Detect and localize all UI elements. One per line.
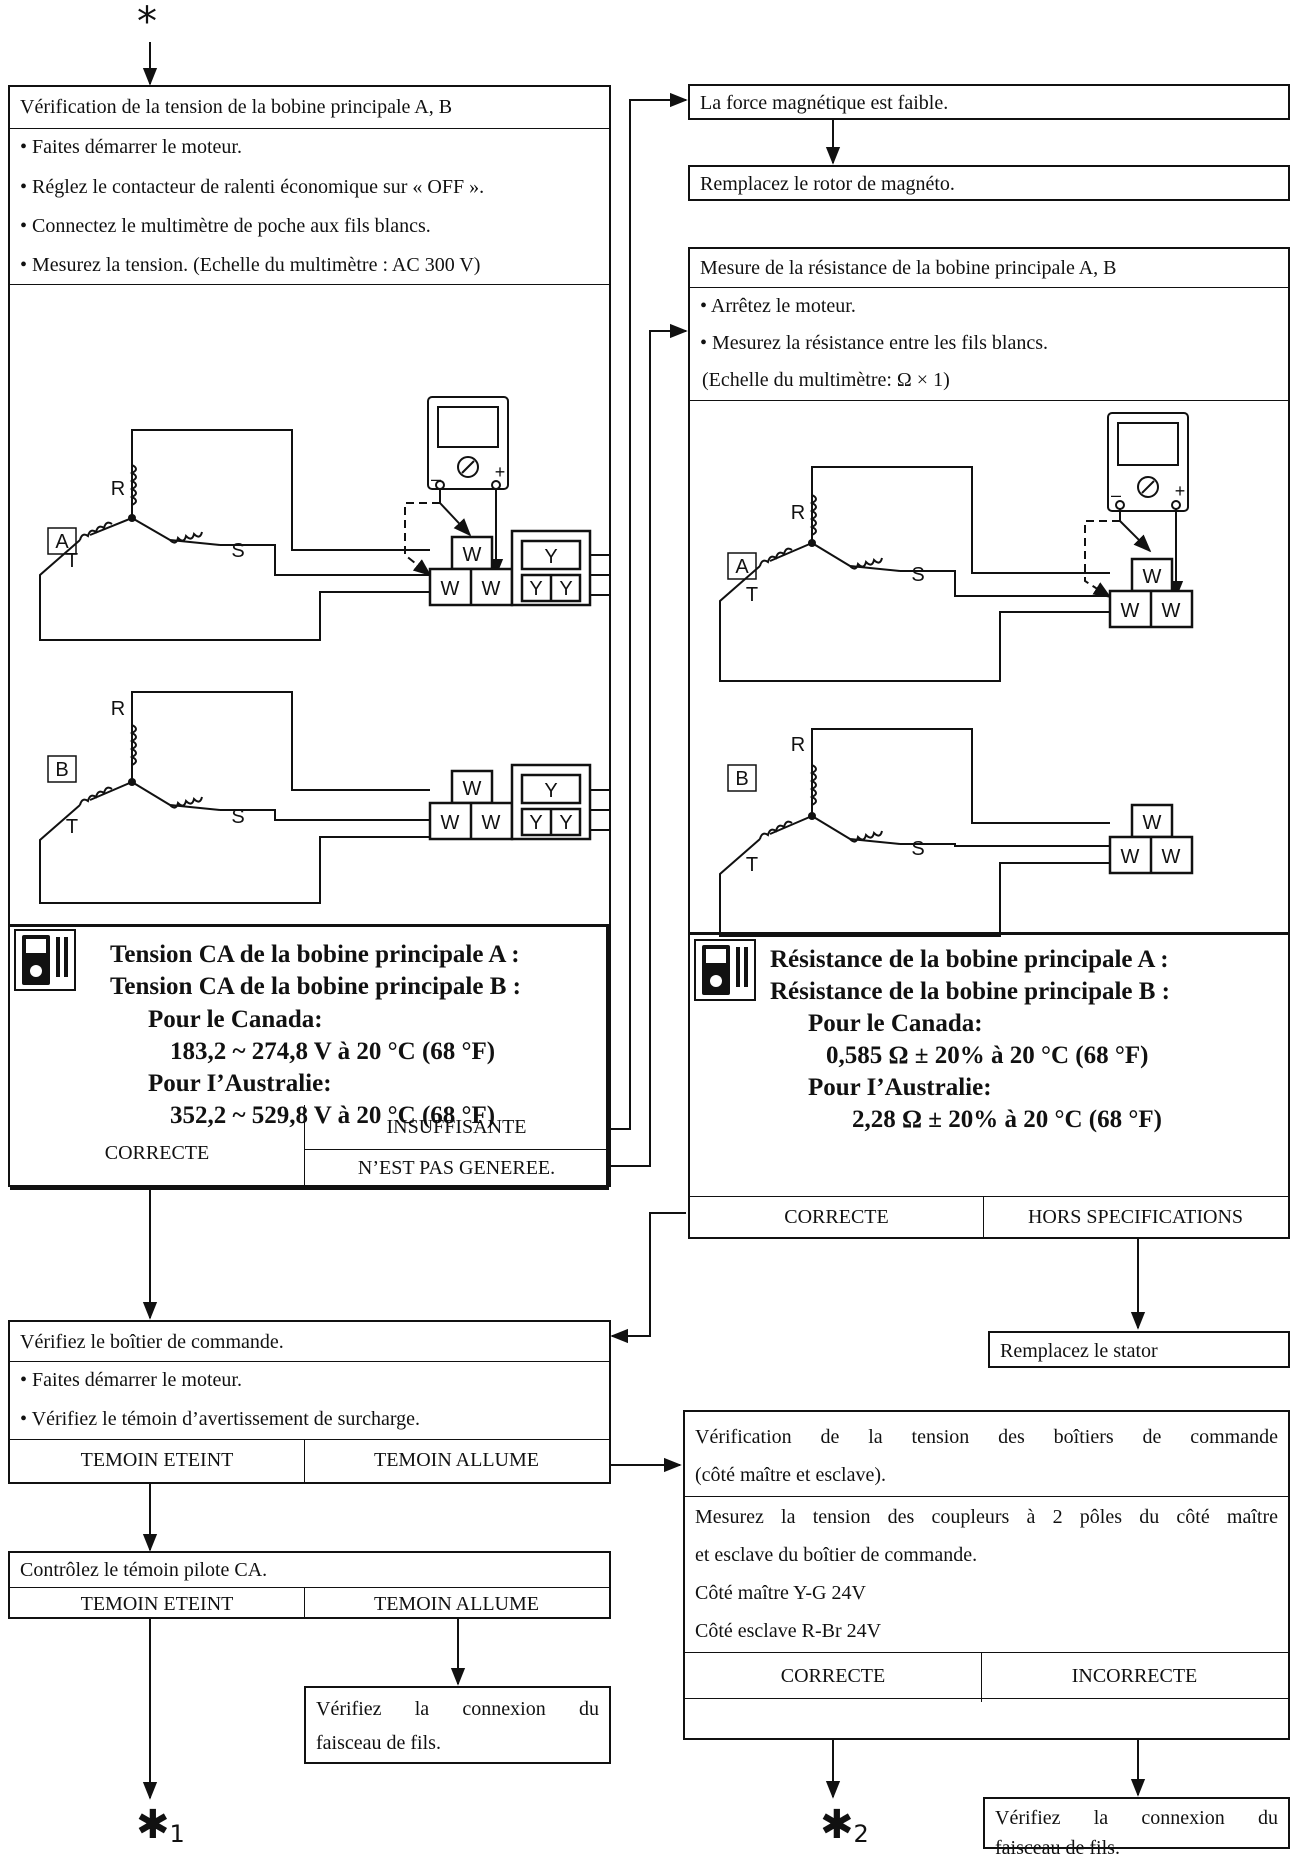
svg-text:T: T: [66, 816, 78, 838]
spec-value: 352,2 ~ 529,8 V à 20 °C (68 °F): [170, 1102, 496, 1129]
svg-text:R: R: [791, 502, 805, 524]
spec-panel: [10, 924, 609, 1190]
spec-line: Pour le Canada:: [148, 1006, 323, 1033]
box-check-harness-2: Vérifiez la connexion du faisceau de fil…: [983, 1797, 1290, 1859]
box-title: Mesure de la résistance de la bobine pri…: [700, 257, 1117, 279]
spec-line: Pour le Canada:: [808, 1010, 983, 1037]
result-off: TEMOIN ETEINT: [80, 1449, 234, 1471]
result-correct: CORRECTE: [780, 1665, 886, 1687]
spec-line: Résistance de la bobine principale B :: [770, 978, 1171, 1005]
spec-line: Pour I’Australie:: [148, 1070, 332, 1097]
svg-text:Y: Y: [529, 812, 542, 834]
svg-text:B: B: [735, 768, 748, 790]
box-check-harness-1: Vérifiez la connexion du faisceau de fil…: [304, 1686, 611, 1764]
svg-text:+: +: [1175, 481, 1186, 501]
step: Connectez le multimètre de poche aux fil…: [10, 215, 609, 237]
box-title: Vérifiez le boîtier de commande.: [20, 1331, 284, 1353]
svg-text:W: W: [482, 578, 501, 600]
box-replace-stator: Remplacez le stator: [988, 1331, 1290, 1368]
svg-text:R: R: [111, 478, 125, 500]
svg-text:Y: Y: [544, 780, 557, 802]
svg-text:T: T: [746, 854, 758, 876]
box-weak-magnetism: La force magnétique est faible.: [688, 84, 1290, 120]
svg-text:Y: Y: [559, 578, 572, 600]
svg-text:W: W: [441, 578, 460, 600]
box-title: Vérification de la tension de la bobine …: [20, 96, 453, 118]
svg-text:B: B: [55, 759, 68, 781]
spec-line: Résistance de la bobine principale A :: [770, 946, 1169, 973]
result-out-of-spec: HORS SPECIFICATIONS: [1027, 1206, 1244, 1228]
box-main-coil-voltage-check: Vérification de la tension de la bobine …: [8, 85, 611, 1190]
spec-value: 183,2 ~ 274,8 V à 20 °C (68 °F): [170, 1038, 496, 1065]
svg-text:S: S: [231, 806, 244, 828]
wiring-diagram-voltage: W W W Y Y Y W W W Y Y Y R S T R S T – + …: [39, 396, 610, 904]
svg-text:W: W: [463, 778, 482, 800]
svg-text:A: A: [735, 556, 749, 578]
spec-value: 0,585 Ω ± 20% à 20 °C (68 °F): [826, 1042, 1149, 1069]
box-control-box-voltage: Vérification de la tension des boîtiers …: [683, 1410, 1290, 1740]
svg-text:–: –: [1111, 485, 1121, 505]
box-check-control-box: Vérifiez le boîtier de commande. Faites …: [8, 1320, 611, 1484]
result-incorrect: INCORRECTE: [1071, 1665, 1198, 1687]
wiring-diagram-resistance: W W W W W W R S T R S T – + A B: [719, 412, 1194, 937]
step: Faites démarrer le moteur.: [10, 1369, 609, 1391]
step: Mesurez la tension. (Echelle du multimèt…: [10, 254, 609, 276]
spec-line: Tension CA de la bobine principale A :: [110, 941, 520, 968]
svg-text:W: W: [1121, 600, 1140, 622]
step: Mesurez la résistance entre les fils bla…: [690, 332, 1288, 354]
svg-text:W: W: [441, 812, 460, 834]
step: Réglez le contacteur de ralenti économiq…: [10, 176, 609, 198]
svg-text:S: S: [911, 838, 924, 860]
result-off: TEMOIN ETEINT: [80, 1593, 234, 1615]
svg-text:W: W: [1162, 600, 1181, 622]
result-correct: CORRECTE: [104, 1142, 210, 1164]
continuation-star-top: *: [137, 0, 157, 45]
spec-line: Tension CA de la bobine principale B :: [110, 973, 521, 1000]
multimeter-icon: [14, 929, 76, 991]
svg-text:S: S: [911, 564, 924, 586]
box-main-coil-resistance: Mesure de la résistance de la bobine pri…: [688, 247, 1290, 1239]
svg-text:W: W: [463, 544, 482, 566]
svg-text:W: W: [482, 812, 501, 834]
svg-text:W: W: [1121, 846, 1140, 868]
continuation-star-1: ✱1: [136, 1802, 185, 1848]
svg-text:A: A: [55, 531, 69, 553]
svg-text:W: W: [1143, 566, 1162, 588]
box-check-ac-pilot-lamp: Contrôlez le témoin pilote CA. TEMOIN ET…: [8, 1551, 611, 1619]
svg-text:Y: Y: [529, 578, 542, 600]
box-replace-rotor: Remplacez le rotor de magnéto.: [688, 165, 1290, 201]
continuation-star-2: ✱2: [820, 1802, 869, 1848]
svg-text:T: T: [746, 584, 758, 606]
step: Vérifiez le témoin d’avertissement de su…: [10, 1408, 609, 1430]
spec-line: Pour I’Australie:: [808, 1074, 992, 1101]
svg-text:Y: Y: [559, 812, 572, 834]
svg-text:+: +: [495, 462, 506, 482]
svg-text:S: S: [231, 540, 244, 562]
svg-text:W: W: [1162, 846, 1181, 868]
step-scale: (Echelle du multimètre: Ω × 1): [702, 369, 950, 391]
svg-text:Y: Y: [544, 546, 557, 568]
result-not-generated: N’EST PAS GENEREE.: [357, 1157, 556, 1179]
svg-text:T: T: [66, 550, 78, 572]
svg-text:–: –: [431, 469, 441, 489]
svg-text:W: W: [1143, 812, 1162, 834]
svg-text:R: R: [791, 734, 805, 756]
step: Faites démarrer le moteur.: [10, 136, 609, 158]
svg-text:R: R: [111, 698, 125, 720]
result-insufficient: INSUFFISANTE: [386, 1116, 527, 1138]
spec-value: 2,28 Ω ± 20% à 20 °C (68 °F): [852, 1106, 1162, 1133]
step: Arrêtez le moteur.: [690, 295, 1288, 317]
result-on: TEMOIN ALLUME: [374, 1449, 539, 1471]
result-correct: CORRECTE: [784, 1206, 889, 1228]
spec-panel: [690, 932, 1288, 1188]
multimeter-icon: [694, 939, 756, 1001]
result-on: TEMOIN ALLUME: [374, 1593, 539, 1615]
